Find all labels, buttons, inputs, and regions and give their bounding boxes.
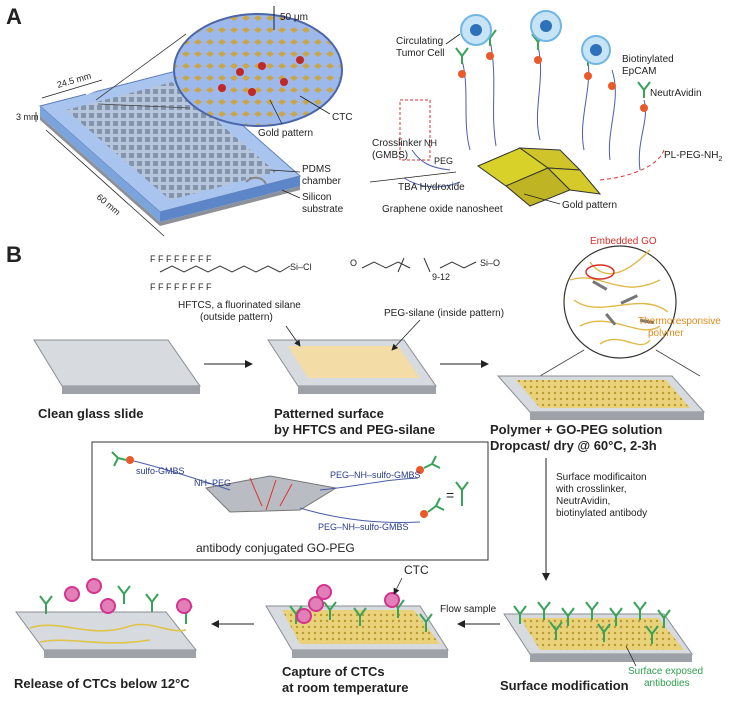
label-go-sheet: Graphene oxide nanosheet <box>382 204 503 215</box>
step6-label: Release of CTCs below 12°C <box>14 676 190 691</box>
crosslinker-box <box>399 99 431 161</box>
length-dimension-line <box>45 129 165 237</box>
step5-label-2: at room temperature <box>282 680 408 695</box>
label-gold-pattern-2: Gold pattern <box>562 200 617 211</box>
silicon-leader <box>281 189 301 199</box>
label-neutravidin: NeutrAvidin <box>650 88 702 99</box>
surface-mod-note-3: NeutrAvidin, <box>556 496 610 507</box>
label-tba: TBA Hydroxide <box>398 182 465 193</box>
label-thermo-1: Thermoresponsive <box>638 316 721 327</box>
hftcs-caption-1: HFTCS, a fluorinated silane <box>178 300 301 311</box>
surface-mod-note-1: Surface modificaiton <box>556 472 647 483</box>
slide-clean-glass <box>33 339 201 394</box>
ctc-dot <box>258 62 266 70</box>
panel-a-letter: A <box>6 4 22 29</box>
label-ctc: CTC <box>332 112 353 123</box>
conj-peg-nh-bottom: PEG–NH–sulfo-GMBS <box>318 522 409 532</box>
hftcs-structure <box>159 265 291 273</box>
gold-pattern-2-leader <box>523 193 561 205</box>
conj-equals: = <box>446 487 454 503</box>
hftcs-f-bottom: F F F F F F F F <box>150 282 212 292</box>
ctc-cell-leader <box>445 33 461 45</box>
slide-surface-mod <box>503 601 693 662</box>
label-biotin-1: Biotinylated <box>622 54 674 65</box>
label-pdms-1: PDMS <box>302 164 331 175</box>
width-dimension-line <box>41 79 103 99</box>
step2-label-1: Patterned surface <box>274 406 384 421</box>
tba-leader <box>369 171 457 183</box>
peg-subscript: 9-12 <box>432 272 450 282</box>
label-crosslinker-2: (GMBS) <box>372 150 408 161</box>
label-silicon-2: substrate <box>302 204 344 215</box>
label-thermo-2: polymer <box>648 328 684 339</box>
label-crosslinker-1: Crosslinker <box>372 138 423 149</box>
microfluidic-chip <box>38 69 302 226</box>
step1-label: Clean glass slide <box>38 406 144 421</box>
step2-label-2: by HFTCS and PEG-silane <box>274 422 435 437</box>
slide-release <box>15 578 198 658</box>
label-embedded-go: Embedded GO <box>590 236 657 247</box>
conj-caption: antibody conjugated GO-PEG <box>196 541 355 555</box>
label-plpeg: PL-PEG-NH2 <box>664 150 722 163</box>
ctc-leader <box>299 95 331 115</box>
label-peg: PEG <box>434 156 453 166</box>
slide-polymer-go <box>496 375 706 420</box>
dim-thickness: 3 mm <box>16 112 39 122</box>
dim-length: 60 mm <box>95 192 123 217</box>
gold-pattern-leader <box>269 99 283 125</box>
hftcs-f-top: F F F F F F F F <box>150 254 212 264</box>
label-gold-pattern: Gold pattern <box>258 128 313 139</box>
panel-b-letter: B <box>6 242 22 267</box>
step5-label-1: Capture of CTCs <box>282 664 385 679</box>
zoom-circle <box>95 13 343 127</box>
label-nh: NH <box>424 138 437 148</box>
pegsilane-caption: PEG-silane (inside pattern) <box>384 308 504 319</box>
slide-capture <box>265 584 449 658</box>
flow-sample-label: Flow sample <box>440 604 497 615</box>
conjugate-box <box>91 441 489 561</box>
exposed-label-2: antibodies <box>644 678 690 689</box>
embedded-go-zoom <box>539 245 701 377</box>
peg-silane-structure <box>361 257 477 273</box>
molecular-schematic <box>399 10 665 207</box>
ctc-dot <box>218 84 226 92</box>
step3-label-1: Polymer + GO-PEG solution <box>490 422 662 437</box>
exposed-leader <box>625 645 637 667</box>
ctc-dot <box>248 88 256 96</box>
conj-sulfo-left: sulfo-GMBS <box>136 466 185 476</box>
step4-label: Surface modification <box>500 678 629 693</box>
conj-peg-nh-right: PEG–NH–sulfo-GMBS <box>330 470 421 480</box>
label-circulating-1: Circulating <box>396 36 443 47</box>
ctc-dot <box>280 78 288 86</box>
step3-label-2: Dropcast/ dry @ 60°C, 2-3h <box>490 438 657 453</box>
ctc-dot <box>236 68 244 76</box>
peg-si: Si–O <box>480 258 500 268</box>
surface-mod-note-2: with crosslinker, <box>555 484 627 495</box>
gold-cross-shape <box>476 147 602 207</box>
dim-height: 50 μm <box>280 12 308 23</box>
label-pdms-2: chamber <box>302 176 342 187</box>
label-silicon-1: Silicon <box>302 192 331 203</box>
pegsilane-pointer <box>391 319 421 351</box>
slide-patterned <box>267 339 437 394</box>
exposed-label-1: Surface exposed <box>628 666 703 677</box>
ctc-pointer <box>393 577 403 595</box>
label-circulating-2: Tumor Cell <box>396 48 445 59</box>
pdms-leader <box>269 169 301 173</box>
surface-mod-note-4: biotinylated antibody <box>556 508 647 519</box>
pl-peg-dashed <box>599 149 665 181</box>
conj-nh-peg-left: NH–PEG <box>194 478 231 488</box>
hftcs-pointer <box>285 325 301 347</box>
label-biotin-2: EpCAM <box>622 66 656 77</box>
dim-width: 24.5 mm <box>56 71 92 90</box>
peg-o-left: O <box>350 258 357 268</box>
hftcs-si: Si–Cl <box>290 262 312 272</box>
hftcs-caption-2: (outside pattern) <box>200 312 273 323</box>
ctc-label: CTC <box>404 563 429 577</box>
ctc-dot <box>296 56 304 64</box>
